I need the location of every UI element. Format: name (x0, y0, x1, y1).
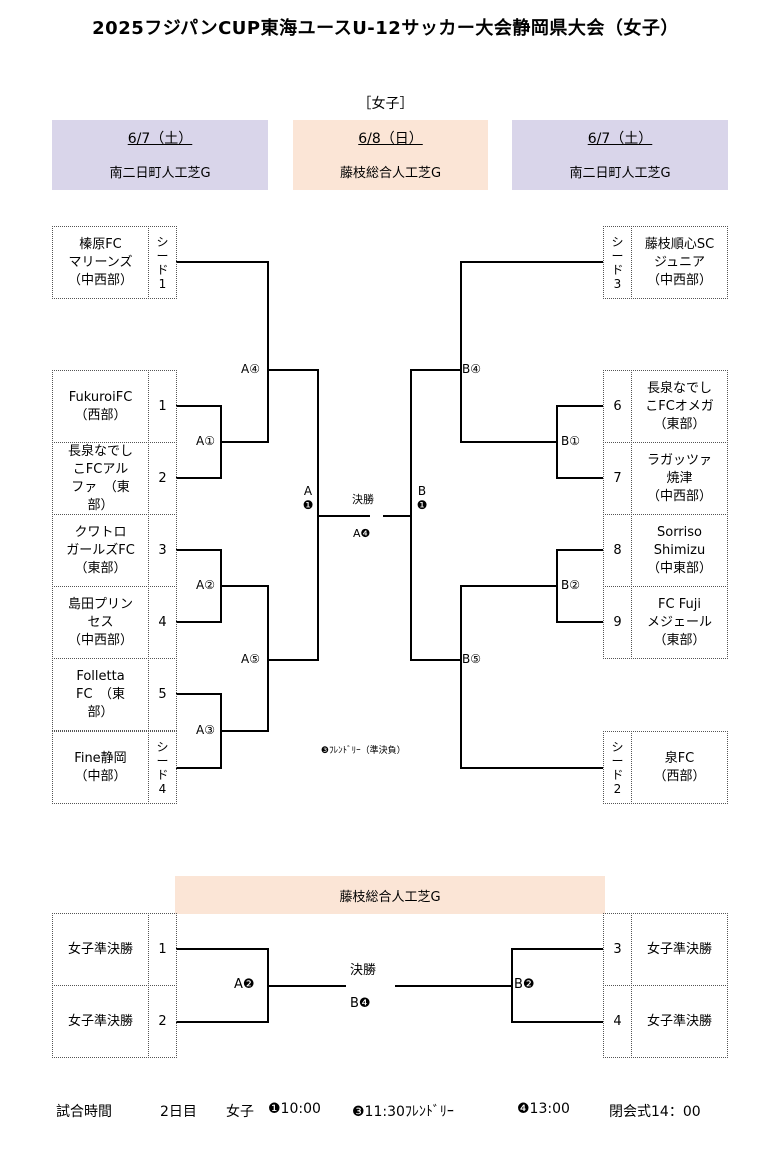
match-label-a-semi: A ❶ (302, 484, 314, 512)
slot-right-7: 7 (603, 442, 632, 515)
day2-final-label: 決勝 (350, 963, 377, 978)
team-right-seed3: 藤枝順心SC ジュニア （中西部） (631, 226, 728, 299)
match-label-b5: B⑤ (462, 652, 481, 666)
day2-venue: 藤枝総合人工芝G (175, 876, 605, 914)
match-label-a5: A⑤ (241, 652, 260, 666)
final-code: A❹ (353, 527, 371, 540)
day2-slot-right-4: 4 (603, 985, 632, 1058)
day2-slot-left-1: 1 (148, 913, 177, 986)
team-right-seed2: 泉FC （西部） (631, 731, 728, 804)
slot-left-1: 1 (148, 370, 177, 443)
team-left-5: Folletta FC （東 部） (52, 658, 149, 731)
date-box-right: 6/7（土） 南二日町人工芝G (512, 120, 728, 190)
team-right-8: Sorriso Shimizu （中東部） (631, 514, 728, 587)
slot-right-8: 8 (603, 514, 632, 587)
team-left-3: クワトロ ガールズFC （東部） (52, 514, 149, 587)
venue-right: 南二日町人工芝G (569, 166, 671, 181)
slot-left-seed1: シ ー ド 1 (148, 226, 177, 299)
slot-left-2: 2 (148, 442, 177, 515)
team-left-1: FukuroiFC （西部） (52, 370, 149, 443)
footer-day: 2日目 (160, 1104, 197, 1120)
date-box-left: 6/7（土） 南二日町人工芝G (52, 120, 268, 190)
day2-team-right-4: 女子準決勝 (631, 985, 728, 1058)
section-label: ［女子］ (357, 96, 414, 112)
slot-right-seed3: シ ー ド 3 (603, 226, 632, 299)
slot-right-9: 9 (603, 586, 632, 659)
date-right: 6/7（土） (587, 131, 653, 147)
match-label-a4: A④ (241, 362, 260, 376)
team-left-seed1: 榛原FC マリーンズ （中西部） (52, 226, 149, 299)
slot-left-3: 3 (148, 514, 177, 587)
date-center: 6/8（日） (358, 131, 423, 147)
team-right-6: 長泉なでし こFCオメガ （東部） (631, 370, 728, 443)
day2-final-code: B❹ (350, 996, 371, 1011)
date-box-center: 6/8（日） 藤枝総合人工芝G (293, 120, 488, 190)
slot-left-seed4: シ ー ド 4 (148, 731, 177, 804)
match-label-b2: B② (561, 578, 580, 592)
footer-category: 女子 (226, 1104, 254, 1120)
team-right-9: FC Fuji メジェール （東部） (631, 586, 728, 659)
day2-label-b2: B❷ (514, 977, 535, 992)
match-label-b4: B④ (462, 362, 481, 376)
slot-right-seed2: シ ー ド 2 (603, 731, 632, 804)
slot-left-4: 4 (148, 586, 177, 659)
date-left: 6/7（土） (127, 131, 193, 147)
slot-right-6: 6 (603, 370, 632, 443)
footer-time-4: ❹13:00 (517, 1101, 570, 1117)
footer-label: 試合時間 (56, 1104, 112, 1120)
friendly-note: ❸ﾌﾚﾝﾄﾞﾘｰ（準決負） (321, 746, 406, 756)
slot-left-5: 5 (148, 658, 177, 731)
venue-left: 南二日町人工芝G (109, 166, 211, 181)
venue-center: 藤枝総合人工芝G (339, 166, 442, 181)
match-label-a2: A② (196, 578, 215, 592)
day2-team-left-1: 女子準決勝 (52, 913, 149, 986)
match-label-a3: A③ (196, 723, 215, 737)
match-label-b-semi: B ❶ (416, 484, 428, 512)
team-left-2: 長泉なでし こFCアル ファ （東 部） (52, 442, 149, 515)
team-right-7: ラガッツァ 焼津 （中西部） (631, 442, 728, 515)
day2-team-left-2: 女子準決勝 (52, 985, 149, 1058)
footer-time-1: ❶10:00 (268, 1101, 321, 1117)
team-left-4: 島田プリン セス （中西部） (52, 586, 149, 659)
day2-team-right-3: 女子準決勝 (631, 913, 728, 986)
day2-label-a2: A❷ (234, 977, 255, 992)
day2-slot-left-2: 2 (148, 985, 177, 1058)
day2-slot-right-3: 3 (603, 913, 632, 986)
match-label-a1: A① (196, 434, 215, 448)
match-label-b1: B① (561, 434, 580, 448)
footer-time-3: ❸11:30ﾌﾚﾝﾄﾞﾘｰ (352, 1104, 454, 1120)
team-left-seed4: Fine静岡 （中部） (52, 731, 149, 804)
page-title: 2025フジパンCUP東海ユースU-12サッカー大会静岡県大会（女子） (92, 18, 679, 39)
final-label: 決勝 (352, 493, 374, 506)
footer-closing: 閉会式14：00 (609, 1104, 701, 1120)
